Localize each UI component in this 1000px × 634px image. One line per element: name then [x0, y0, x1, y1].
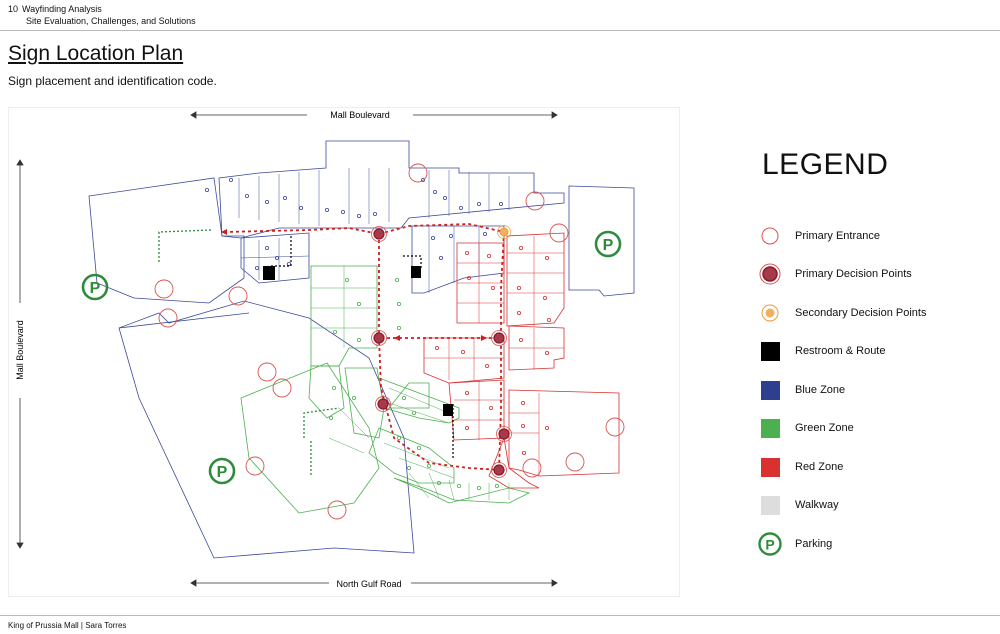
primary-entrances: [154, 163, 625, 520]
legend-title: LEGEND: [762, 148, 889, 181]
legend-label: Secondary Decision Points: [795, 307, 927, 319]
road-left-arrow: [16, 159, 24, 549]
restroom-routes: [271, 236, 454, 458]
page-number: 10: [8, 4, 19, 14]
open-circle-icon: [761, 227, 779, 245]
legend-label: Restroom & Route: [795, 345, 886, 357]
road-top-arrow: [190, 111, 558, 119]
parking-routes: [158, 229, 340, 475]
legend-item-primary-decision: Primary Decision Points: [750, 260, 912, 288]
parking-icon-east: P: [594, 230, 622, 258]
parking-icon: P: [758, 532, 782, 556]
parking-icon-west: P: [81, 273, 109, 301]
legend-item-secondary-decision: Secondary Decision Points: [750, 299, 926, 327]
gray-square-icon: [760, 495, 780, 515]
blue-store-markers: [204, 178, 503, 270]
green-square-icon: [760, 418, 780, 438]
page-subtitle: Sign placement and identification code.: [8, 74, 217, 88]
legend-item-green-zone: Green Zone: [750, 414, 854, 442]
blue-square-icon: [760, 380, 780, 400]
legend-item-red-zone: Red Zone: [750, 453, 843, 481]
green-store-markers: [328, 277, 499, 490]
legend-item-blue-zone: Blue Zone: [750, 376, 845, 404]
road-bottom-arrow: [190, 579, 558, 587]
restroom-markers: [263, 266, 453, 416]
parking-label: P: [217, 464, 228, 481]
site-plan-map: Mall Boulevard Mall Boulevard North Gulf…: [15, 110, 635, 589]
section-title: Wayfinding Analysis: [22, 4, 102, 14]
legend-label: Primary Entrance: [795, 230, 880, 242]
legend-item-parking: P Parking: [750, 530, 832, 558]
legend-label: Primary Decision Points: [795, 268, 912, 280]
svg-text:P: P: [765, 537, 774, 553]
subsection-title: Site Evaluation, Challenges, and Solutio…: [26, 16, 196, 26]
legend-label: Green Zone: [795, 422, 854, 434]
parking-label: P: [603, 237, 614, 254]
legend-label: Parking: [795, 538, 833, 550]
road-bottom-label: North Gulf Road: [336, 579, 401, 589]
page-footer: King of Prussia Mall | Sara Torres: [8, 621, 127, 630]
legend-label: Walkway: [795, 499, 839, 511]
red-store-markers: [434, 245, 552, 455]
legend-item-walkway: Walkway: [750, 491, 839, 519]
parking-label: P: [90, 280, 101, 297]
secondary-point-icon: [761, 304, 779, 322]
red-square-icon: [760, 457, 780, 477]
blue-zone: [88, 140, 635, 559]
page-title: Sign Location Plan: [8, 42, 184, 65]
route-arrowheads: [221, 229, 487, 341]
parking-icon-south: P: [208, 457, 236, 485]
secondary-decision-points: [497, 225, 511, 239]
black-square-icon: [760, 341, 780, 361]
decision-point-icon: [759, 263, 781, 285]
road-top-label: Mall Boulevard: [330, 110, 390, 120]
green-zone: [240, 265, 531, 514]
legend-item-restroom: Restroom & Route: [750, 337, 885, 365]
header-divider: [0, 30, 1000, 31]
legend-label: Blue Zone: [795, 384, 846, 396]
footer-divider: [0, 615, 1000, 616]
legend-label: Red Zone: [795, 461, 844, 473]
legend-item-primary-entrance: Primary Entrance: [750, 222, 880, 250]
primary-decision-points: [371, 226, 512, 478]
road-left-label: Mall Boulevard: [15, 320, 25, 380]
site-plan-panel: Mall Boulevard Mall Boulevard North Gulf…: [8, 107, 680, 597]
